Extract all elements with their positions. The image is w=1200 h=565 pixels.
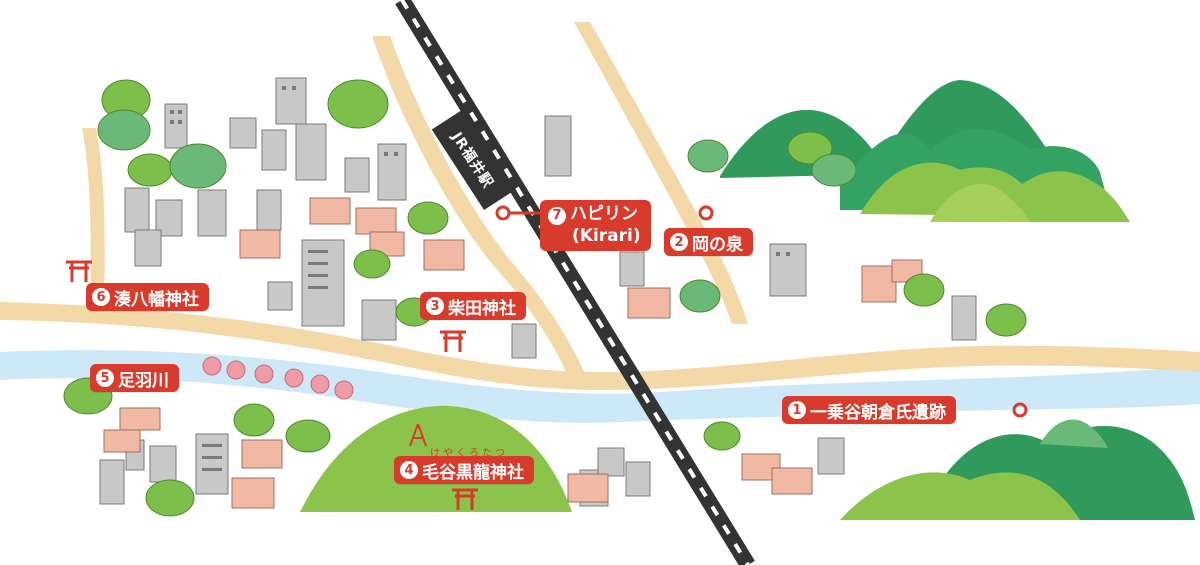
place-subname: (Kirari) bbox=[572, 226, 641, 246]
place-number: 6 bbox=[92, 288, 110, 306]
location-marker bbox=[1012, 402, 1028, 418]
road-north-2 bbox=[574, 22, 748, 324]
torii-icon bbox=[440, 330, 466, 352]
place-number: 2 bbox=[670, 233, 688, 251]
blossom-trees bbox=[202, 356, 354, 400]
place-number: 1 bbox=[788, 401, 806, 419]
place-name: 一乗谷朝倉氏遺跡 bbox=[810, 402, 946, 423]
road-west bbox=[82, 128, 105, 312]
place-name: 柴田神社 bbox=[448, 298, 516, 319]
mountains-southeast bbox=[840, 419, 1195, 520]
place-number: 4 bbox=[400, 461, 418, 479]
railway bbox=[395, 0, 755, 565]
location-marker bbox=[698, 205, 714, 221]
torii-icon bbox=[452, 488, 478, 510]
place-number: 7 bbox=[548, 207, 566, 225]
tower-icon bbox=[409, 423, 427, 447]
place-name: 湊八幡神社 bbox=[114, 289, 199, 310]
mountains-northeast bbox=[720, 80, 1130, 222]
main-road bbox=[0, 302, 1200, 390]
road-north-1 bbox=[372, 36, 584, 372]
reading-ruby: けやくろたつ bbox=[430, 448, 508, 459]
place-name: 毛谷黒龍神社 bbox=[422, 462, 524, 483]
place-name: 足羽川 bbox=[118, 370, 169, 391]
place-name: 岡の泉 bbox=[692, 234, 743, 255]
trees bbox=[63, 79, 1027, 517]
place-number: 3 bbox=[426, 297, 444, 315]
place-number: 5 bbox=[96, 369, 114, 387]
building-windows bbox=[170, 86, 790, 471]
place-name: ハピリン bbox=[570, 204, 638, 224]
location-marker bbox=[495, 205, 511, 221]
torii-icon bbox=[66, 260, 92, 282]
